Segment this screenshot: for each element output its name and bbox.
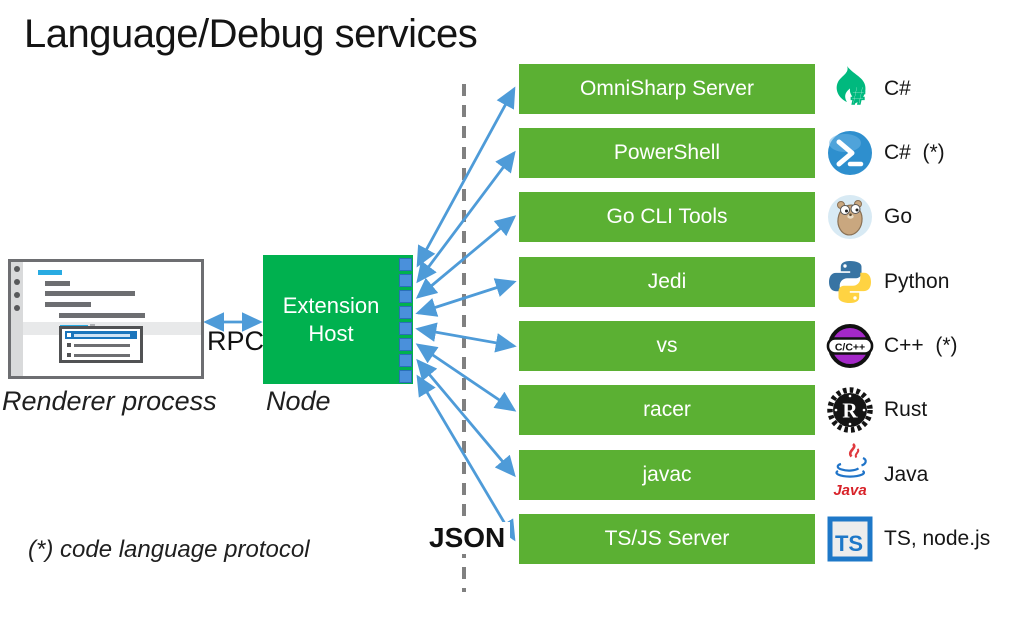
rust-icon: R — [827, 387, 873, 433]
service-bar-racer: racer — [519, 385, 815, 435]
code-line — [45, 281, 70, 286]
popup-line — [74, 333, 130, 337]
service-arrows — [415, 86, 517, 542]
svg-text:TS: TS — [835, 531, 863, 556]
service-arrow — [416, 374, 516, 542]
sidebar-dot — [14, 305, 20, 311]
java-icon: Java — [833, 442, 867, 499]
page-title: Language/Debug services — [24, 12, 478, 56]
service-arrow — [415, 322, 517, 353]
service-bar-omnisharp: OmniSharp Server — [519, 64, 815, 114]
window-sidebar — [11, 262, 23, 376]
extension-host-port — [399, 290, 412, 303]
popup-selected-row — [65, 331, 137, 339]
extension-host-box: Extension Host — [263, 255, 413, 384]
node-label: Node — [266, 386, 331, 416]
language-label-python: Python — [884, 270, 950, 293]
popup-bullet — [67, 343, 71, 347]
extension-host-port — [399, 306, 412, 319]
svg-text:Java: Java — [833, 482, 866, 499]
language-label-go: Go — [884, 205, 913, 228]
extension-host-port — [399, 370, 412, 383]
extension-host-port — [399, 322, 412, 335]
renderer-window-illustration — [8, 259, 204, 379]
language-label-csharp2: C# (*) — [884, 141, 945, 164]
language-label-csharp: C# — [884, 77, 911, 100]
popup-line — [74, 343, 130, 347]
powershell-icon — [828, 131, 872, 175]
footnote: (*) code language protocol — [28, 536, 310, 563]
service-bar-javac: javac — [519, 450, 815, 500]
language-label-rust: Rust — [884, 398, 928, 421]
service-arrow — [415, 278, 517, 317]
popup-line — [74, 353, 130, 357]
renderer-process-label: Renderer process — [2, 386, 217, 416]
python-icon — [829, 261, 871, 303]
omnisharp-icon: # — [836, 66, 866, 111]
service-bar-tsjs: TS/JS Server — [519, 514, 815, 564]
popup-row — [65, 341, 137, 349]
code-line — [45, 291, 135, 296]
cpp-icon: C/C++ — [826, 324, 874, 368]
language-label-ts-node: TS, node.js — [884, 527, 991, 550]
sidebar-dot — [14, 292, 20, 298]
service-bar-vs: vs — [519, 321, 815, 371]
extension-host-port — [399, 258, 412, 271]
popup-bullet — [67, 353, 71, 357]
popup-row — [65, 351, 137, 359]
rpc-label: RPC — [207, 326, 265, 356]
service-bar-jedi: Jedi — [519, 257, 815, 307]
service-bar-powershell: PowerShell — [519, 128, 815, 178]
typescript-icon: TS — [827, 516, 873, 562]
sidebar-dot — [14, 279, 20, 285]
service-bar-go-cli: Go CLI Tools — [519, 192, 815, 242]
code-line — [45, 302, 91, 307]
language-label-java: Java — [884, 463, 929, 486]
sidebar-dot — [14, 266, 20, 272]
code-line — [38, 270, 62, 275]
extension-host-port — [399, 354, 412, 367]
extension-host-port — [399, 338, 412, 351]
svg-text:R: R — [842, 399, 858, 423]
svg-text:#: # — [851, 82, 865, 110]
code-line — [59, 313, 145, 318]
language-label-cpp: C++ (*) — [884, 334, 958, 357]
intellisense-popup — [59, 326, 143, 363]
svg-text:C/C++: C/C++ — [835, 341, 865, 353]
go-gopher-icon — [828, 195, 872, 239]
json-label: JSON — [424, 522, 511, 554]
extension-host-port — [399, 274, 412, 287]
popup-bullet — [67, 333, 71, 337]
